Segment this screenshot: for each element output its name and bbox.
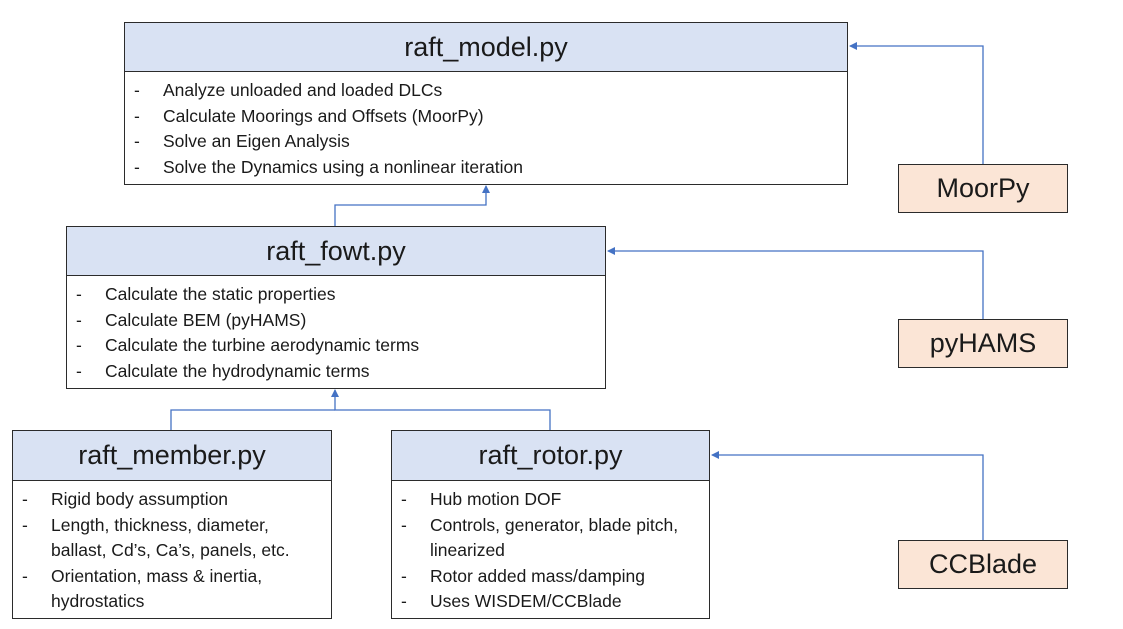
list-item: -Calculate the turbine aerodynamic terms [76,335,420,355]
module-raft-member: raft_member.py -Rigid body assumption -L… [12,430,332,619]
module-raft-model: raft_model.py -Analyze unloaded and load… [124,22,848,185]
list-item: -Hub motion DOF [401,489,562,509]
module-raft-rotor: raft_rotor.py -Hub motion DOF -Controls,… [391,430,710,619]
list-item: -Rotor added mass/damping [401,565,645,586]
module-item-list: -Hub motion DOF -Controls, generator, bl… [392,481,709,615]
connector-rotor-to-fowt [331,389,551,430]
module-item-list: -Calculate the static properties -Calcul… [67,276,605,384]
list-item: -Solve the Dynamics using a nonlinear it… [134,156,523,177]
list-item: -Length, thickness, diameter, ballast, C… [22,514,290,561]
connector-member-to-fowt [170,409,335,430]
module-raft-fowt: raft_fowt.py -Calculate the static prope… [66,226,606,389]
module-item-list: -Analyze unloaded and loaded DLCs -Calcu… [125,72,847,180]
connector-moorpy-to-model [849,42,984,164]
list-item: -Orientation, mass & inertia, hydrostati… [22,565,263,612]
library-ccblade: CCBlade [898,540,1068,589]
list-item: -Rigid body assumption [22,489,229,509]
list-item: -Calculate Moorings and Offsets (MoorPy) [134,105,484,126]
connector-pyhams-to-fowt [607,247,984,319]
module-title: raft_rotor.py [392,431,709,481]
module-title: raft_member.py [13,431,331,481]
connector-ccblade-to-rotor [711,451,984,540]
list-item: -Calculate the hydrodynamic terms [76,360,370,381]
list-item: -Solve an Eigen Analysis [134,131,350,151]
list-item: -Controls, generator, blade pitch, linea… [401,514,679,561]
list-item: -Uses WISDEM/CCBlade [401,591,622,611]
module-title: raft_model.py [125,23,847,72]
library-moorpy: MoorPy [898,164,1068,213]
list-item: -Calculate BEM (pyHAMS) [76,309,307,330]
list-item: -Analyze unloaded and loaded DLCs [134,80,443,100]
connector-fowt-to-model [334,185,490,226]
list-item: -Calculate the static properties [76,284,336,304]
module-title: raft_fowt.py [67,227,605,276]
library-pyhams: pyHAMS [898,319,1068,368]
module-item-list: -Rigid body assumption -Length, thicknes… [13,481,331,615]
